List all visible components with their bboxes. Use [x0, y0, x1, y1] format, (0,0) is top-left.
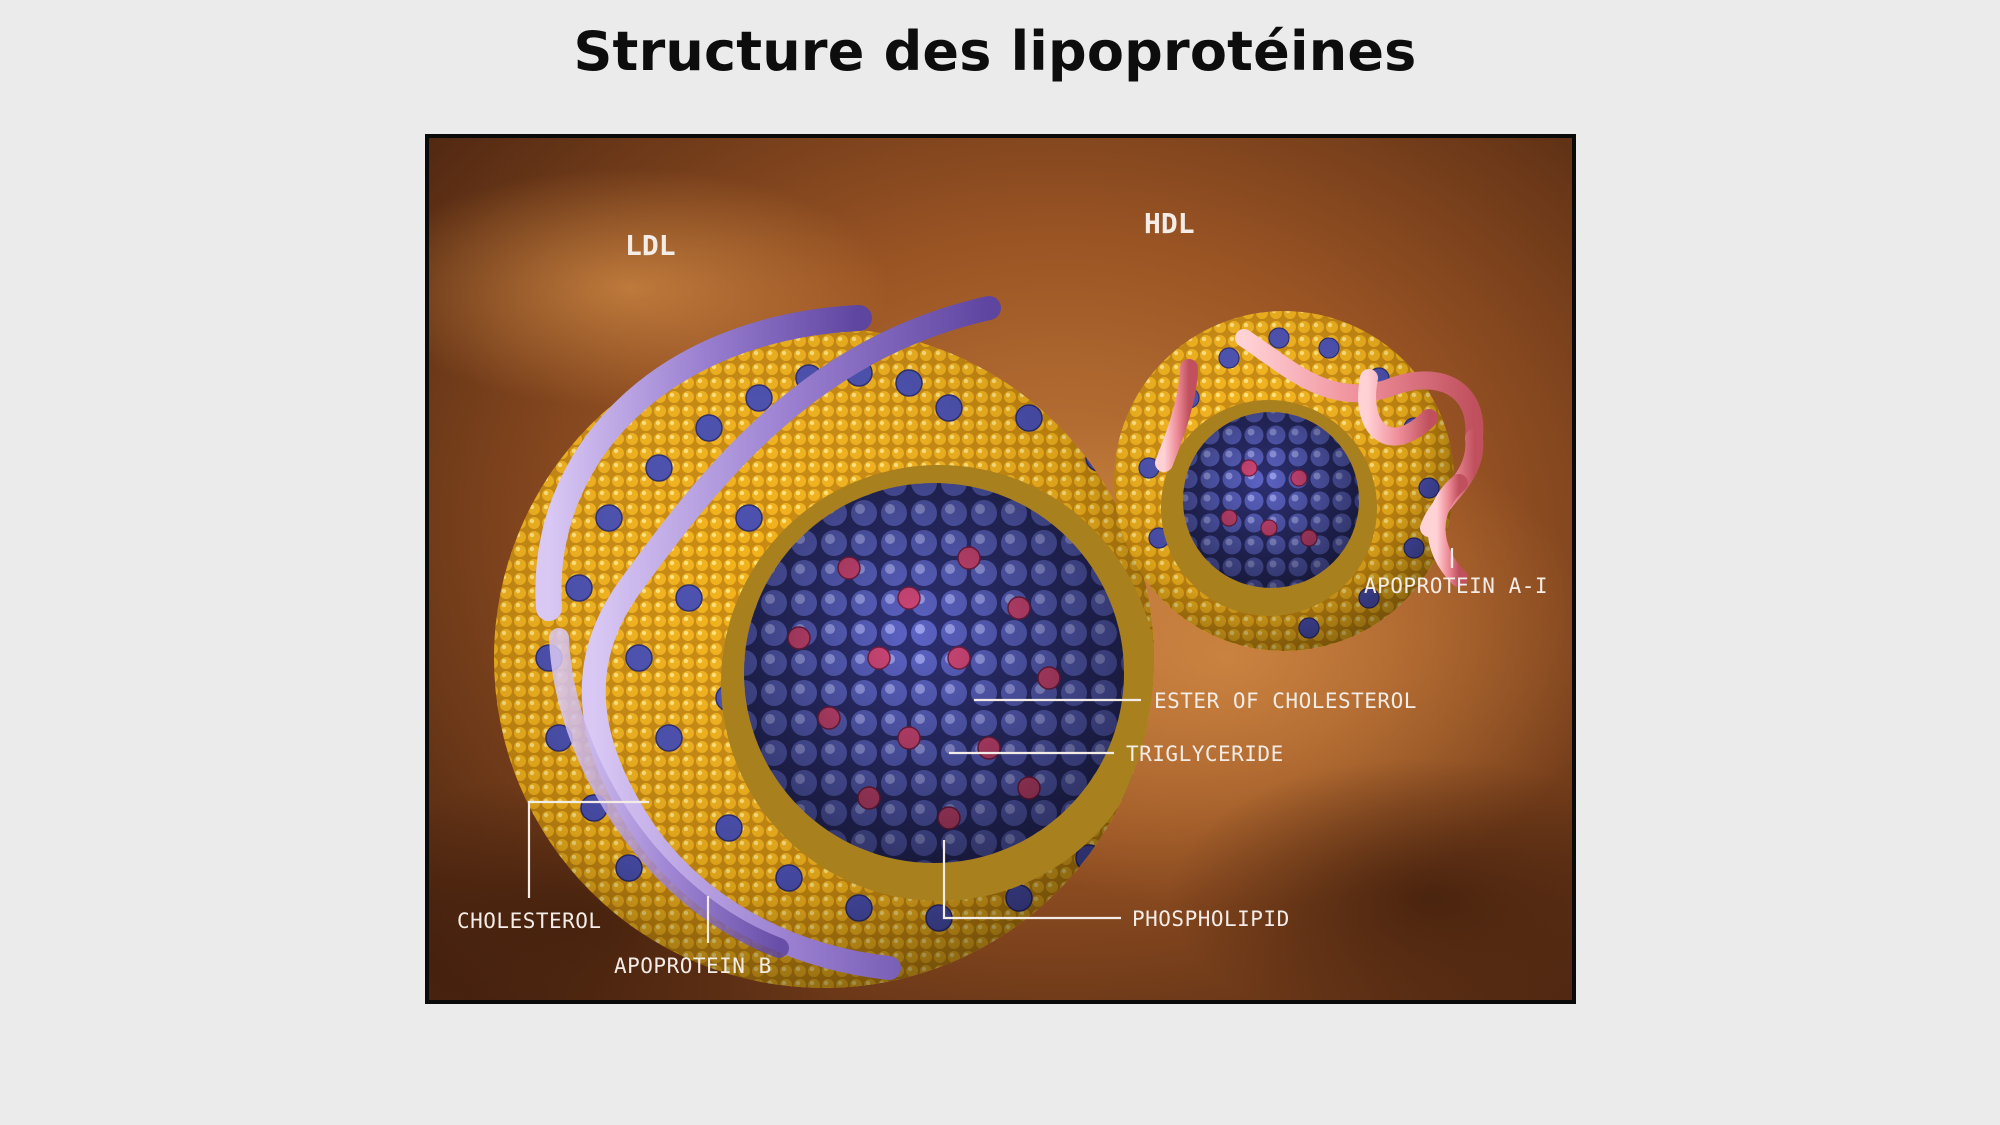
ester-of-cholesterol-label: ESTER OF CHOLESTEROL [1154, 689, 1417, 713]
hdl-label: HDL [1144, 207, 1195, 240]
phospholipid-label: PHOSPHOLIPID [1132, 907, 1290, 931]
ldl-label: LDL [625, 229, 676, 262]
lipoprotein-figure: LDL HDL APOPROTEIN A-I ESTER OF CHOLESTE… [425, 134, 1576, 1004]
hdl-particle [1114, 311, 1484, 651]
apoprotein-a1-ribbons [1155, 329, 1484, 587]
apoprotein-a1-label: APOPROTEIN A-I [1364, 574, 1548, 598]
triglyceride-label: TRIGLYCERIDE [1126, 742, 1284, 766]
cholesterol-label: CHOLESTEROL [457, 909, 602, 933]
ldl-particle [494, 296, 1154, 988]
apoprotein-b-band-outer [535, 305, 872, 621]
apoprotein-b-label: APOPROTEIN B [614, 954, 772, 978]
lipoprotein-illustration: LDL HDL APOPROTEIN A-I ESTER OF CHOLESTE… [429, 138, 1572, 1000]
slide-title: Structure des lipoprotéines [573, 20, 1417, 83]
